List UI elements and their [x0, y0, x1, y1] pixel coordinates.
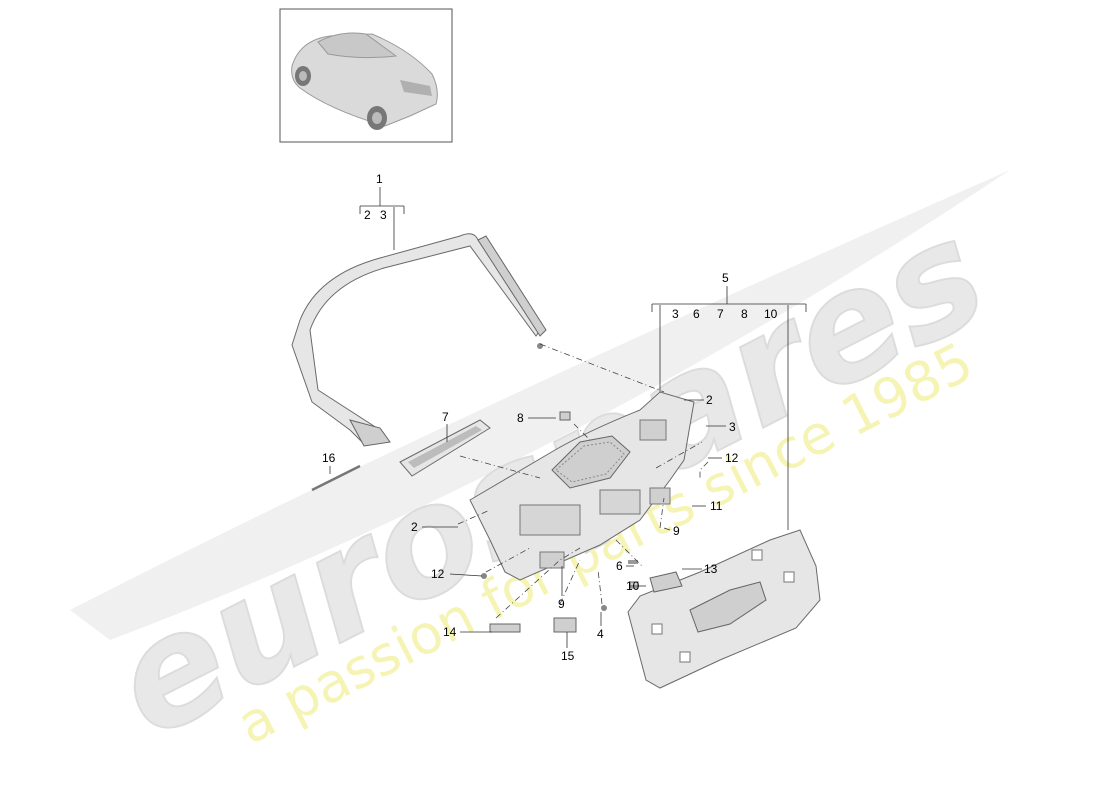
callout-2-top[interactable]: 2	[706, 393, 713, 407]
callout-3[interactable]: 3	[729, 420, 736, 434]
part-15-cover	[553, 617, 577, 633]
part-10-clip	[629, 581, 639, 589]
callout-9-right[interactable]: 9	[673, 524, 680, 538]
part-14-bracket	[489, 623, 521, 633]
callout-1-sub-2[interactable]: 2	[364, 208, 371, 222]
callout-2-left[interactable]: 2	[411, 520, 418, 534]
callout-15[interactable]: 15	[561, 649, 575, 663]
callout-9-bottom[interactable]: 9	[558, 597, 565, 611]
callout-5-sub-6[interactable]: 6	[693, 307, 700, 321]
vehicle-thumbnail	[279, 8, 453, 143]
callout-14[interactable]: 14	[443, 625, 457, 639]
watermark-swoosh	[70, 170, 1010, 640]
part-1-frame-trim	[291, 233, 547, 447]
part-16-rod	[311, 464, 361, 492]
part-12-screw	[481, 573, 487, 579]
part-6-clip	[628, 560, 638, 564]
callout-1-sub-3[interactable]: 3	[380, 208, 387, 222]
callouts: 2 3 12 11 9 13 7 8 16 2 12 6 10 9 4 14 1	[322, 393, 739, 663]
part-4-screw	[601, 605, 607, 611]
part-13-back-cover	[627, 529, 821, 689]
callout-5[interactable]: 5	[722, 271, 729, 285]
callout-6[interactable]: 6	[616, 559, 623, 573]
callout-group-1: 1 2 3	[359, 172, 405, 250]
part-8-clip	[559, 411, 571, 421]
part-13-handle	[649, 571, 683, 593]
assembly-lines	[457, 343, 709, 619]
callout-11[interactable]: 11	[710, 499, 723, 513]
small-parts	[311, 411, 683, 633]
callout-5-sub-8[interactable]: 8	[741, 307, 748, 321]
callout-7[interactable]: 7	[442, 410, 449, 424]
callout-8[interactable]: 8	[517, 411, 524, 425]
callout-13[interactable]: 13	[704, 562, 718, 576]
callout-12-left[interactable]: 12	[431, 567, 445, 581]
part-7-handle-strip	[399, 419, 491, 477]
callout-5-sub-3[interactable]: 3	[672, 307, 679, 321]
callout-group-5: 5 3 6 7 8 10	[651, 271, 807, 530]
callout-10[interactable]: 10	[626, 579, 640, 593]
callout-12-right[interactable]: 12	[725, 451, 739, 465]
callout-4[interactable]: 4	[597, 627, 604, 641]
callout-5-sub-7[interactable]: 7	[717, 307, 724, 321]
car-thumbnail-icon	[291, 32, 438, 130]
callout-16[interactable]: 16	[322, 451, 336, 465]
callout-1[interactable]: 1	[376, 172, 383, 186]
callout-5-sub-10[interactable]: 10	[764, 307, 778, 321]
part-5-tailgate-panel	[469, 391, 695, 581]
